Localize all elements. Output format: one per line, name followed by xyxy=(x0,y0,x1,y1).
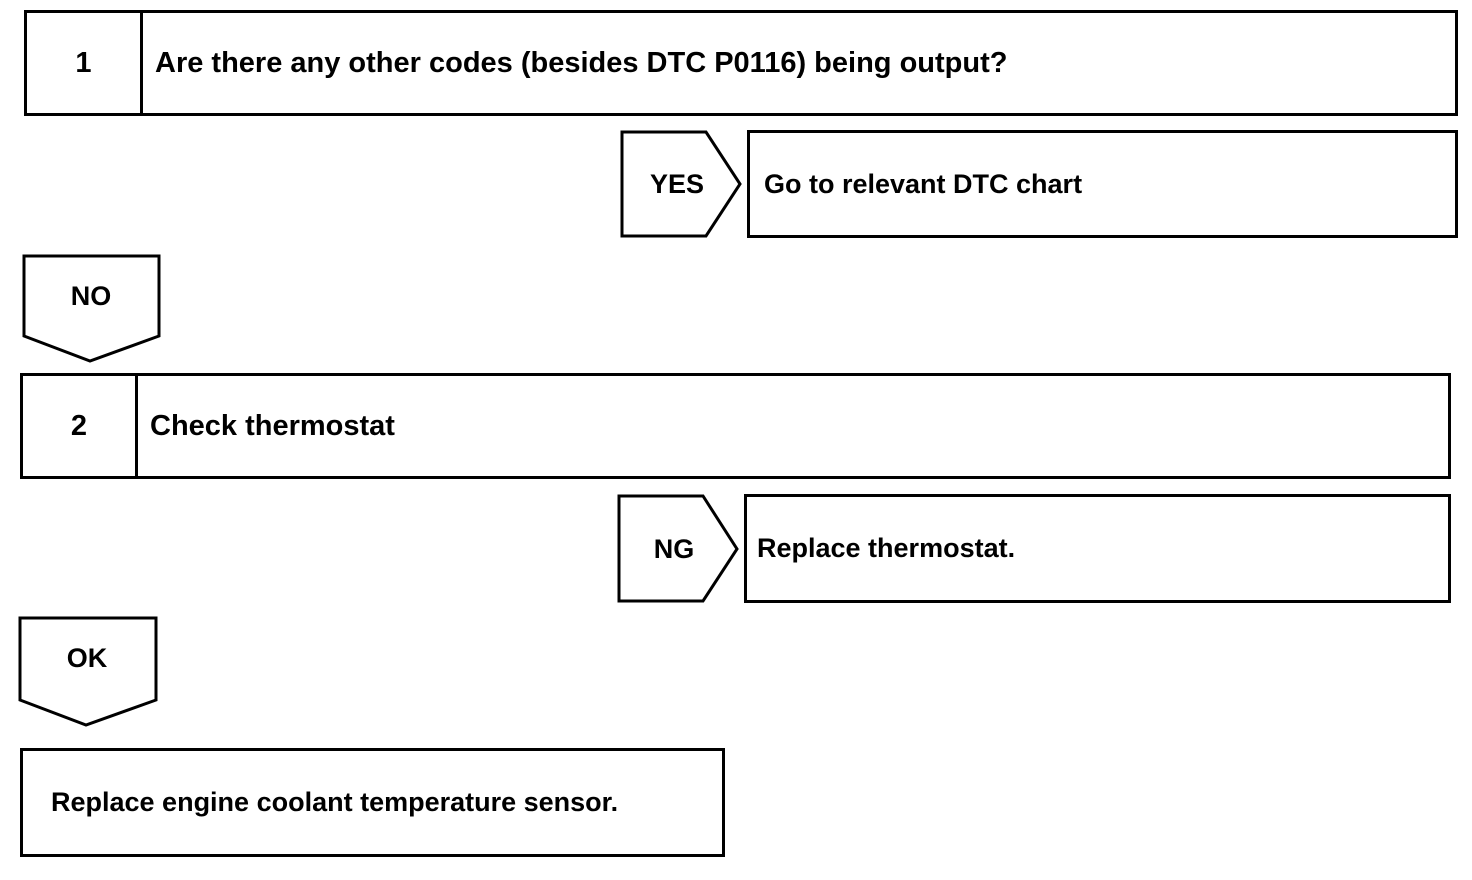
ng-label: NG xyxy=(653,533,695,564)
ok-flow-arrow xyxy=(18,616,158,727)
step-2-text: Check thermostat xyxy=(150,409,395,442)
final-action-text: Replace engine coolant temperature senso… xyxy=(51,787,619,817)
no-flow-arrow xyxy=(22,254,161,363)
yes-branch-arrow xyxy=(620,130,742,238)
step-1-box: 1 Are there any other codes (besides DTC… xyxy=(24,10,1458,116)
step-1-number: 1 xyxy=(27,13,143,113)
yes-result-box: Go to relevant DTC chart xyxy=(747,130,1458,238)
step-2-number: 2 xyxy=(23,376,138,476)
ng-result-text: Replace thermostat. xyxy=(757,533,1016,563)
ng-branch-arrow xyxy=(617,494,739,603)
yes-label: YES xyxy=(649,168,705,199)
yes-result-text: Go to relevant DTC chart xyxy=(764,168,1083,199)
final-action-box: Replace engine coolant temperature senso… xyxy=(20,748,725,857)
ng-result-box: Replace thermostat. xyxy=(744,494,1451,603)
step-1-question: Are there any other codes (besides DTC P… xyxy=(155,46,1008,79)
step-2-box: 2 Check thermostat xyxy=(20,373,1451,479)
ok-label: OK xyxy=(66,642,108,673)
no-label: NO xyxy=(70,280,112,311)
